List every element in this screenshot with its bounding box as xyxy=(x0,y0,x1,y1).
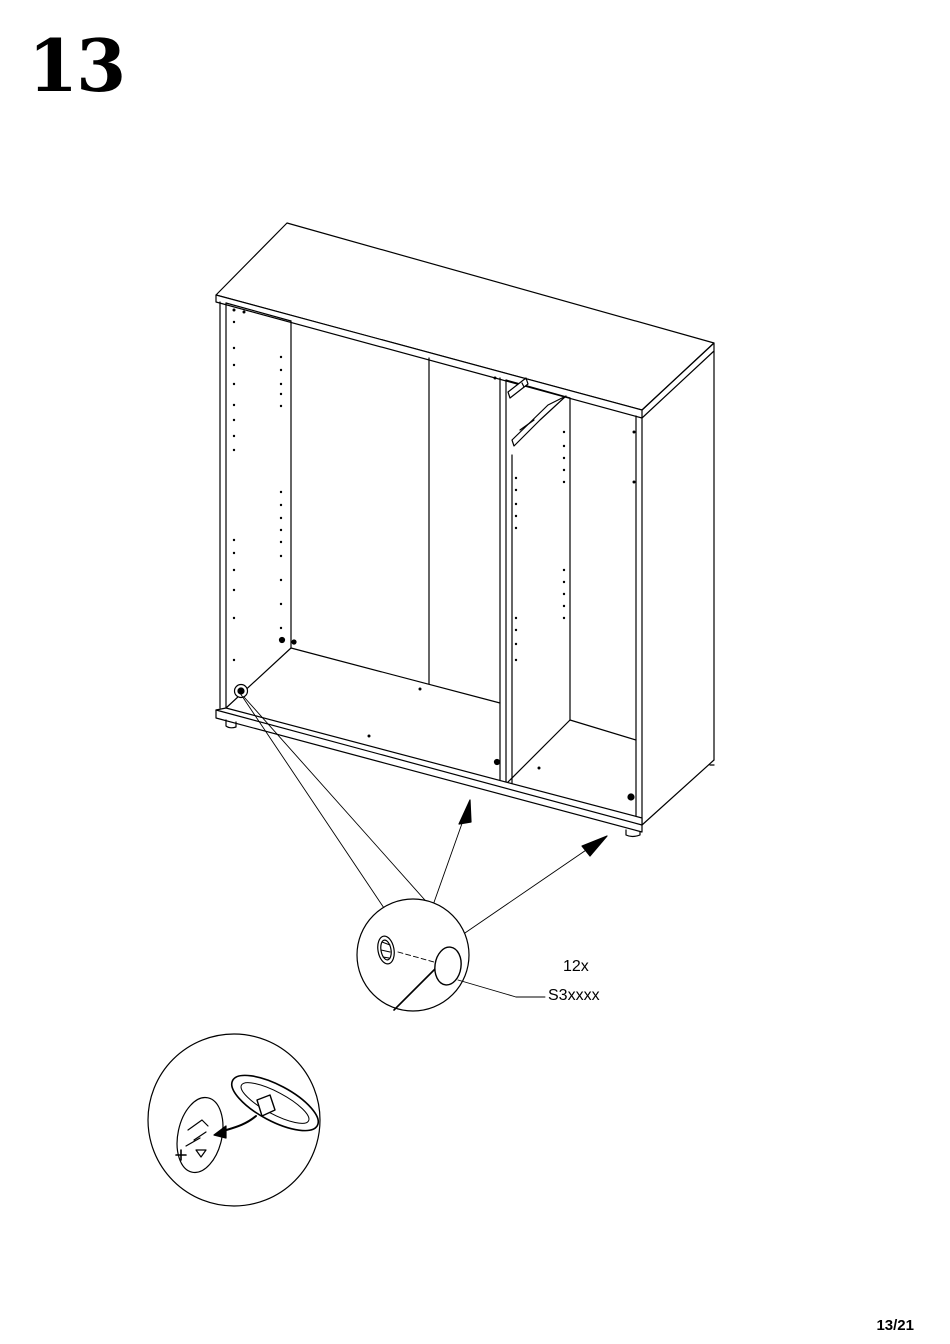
arrow-up-icon xyxy=(432,800,471,908)
bottom-panel xyxy=(216,708,642,837)
back-panel xyxy=(291,358,506,784)
cam-lock-detail-icon xyxy=(148,1034,326,1206)
divider-panel xyxy=(506,378,636,784)
arrow-up-right-icon xyxy=(462,836,607,935)
part-quantity: 12x xyxy=(563,958,589,976)
right-side-panel xyxy=(636,351,714,825)
cam-cover-detail-icon xyxy=(357,899,545,1011)
part-code: S3xxxx xyxy=(548,987,600,1005)
page-number: 13/21 xyxy=(876,1317,914,1334)
leader-lines xyxy=(238,690,432,914)
